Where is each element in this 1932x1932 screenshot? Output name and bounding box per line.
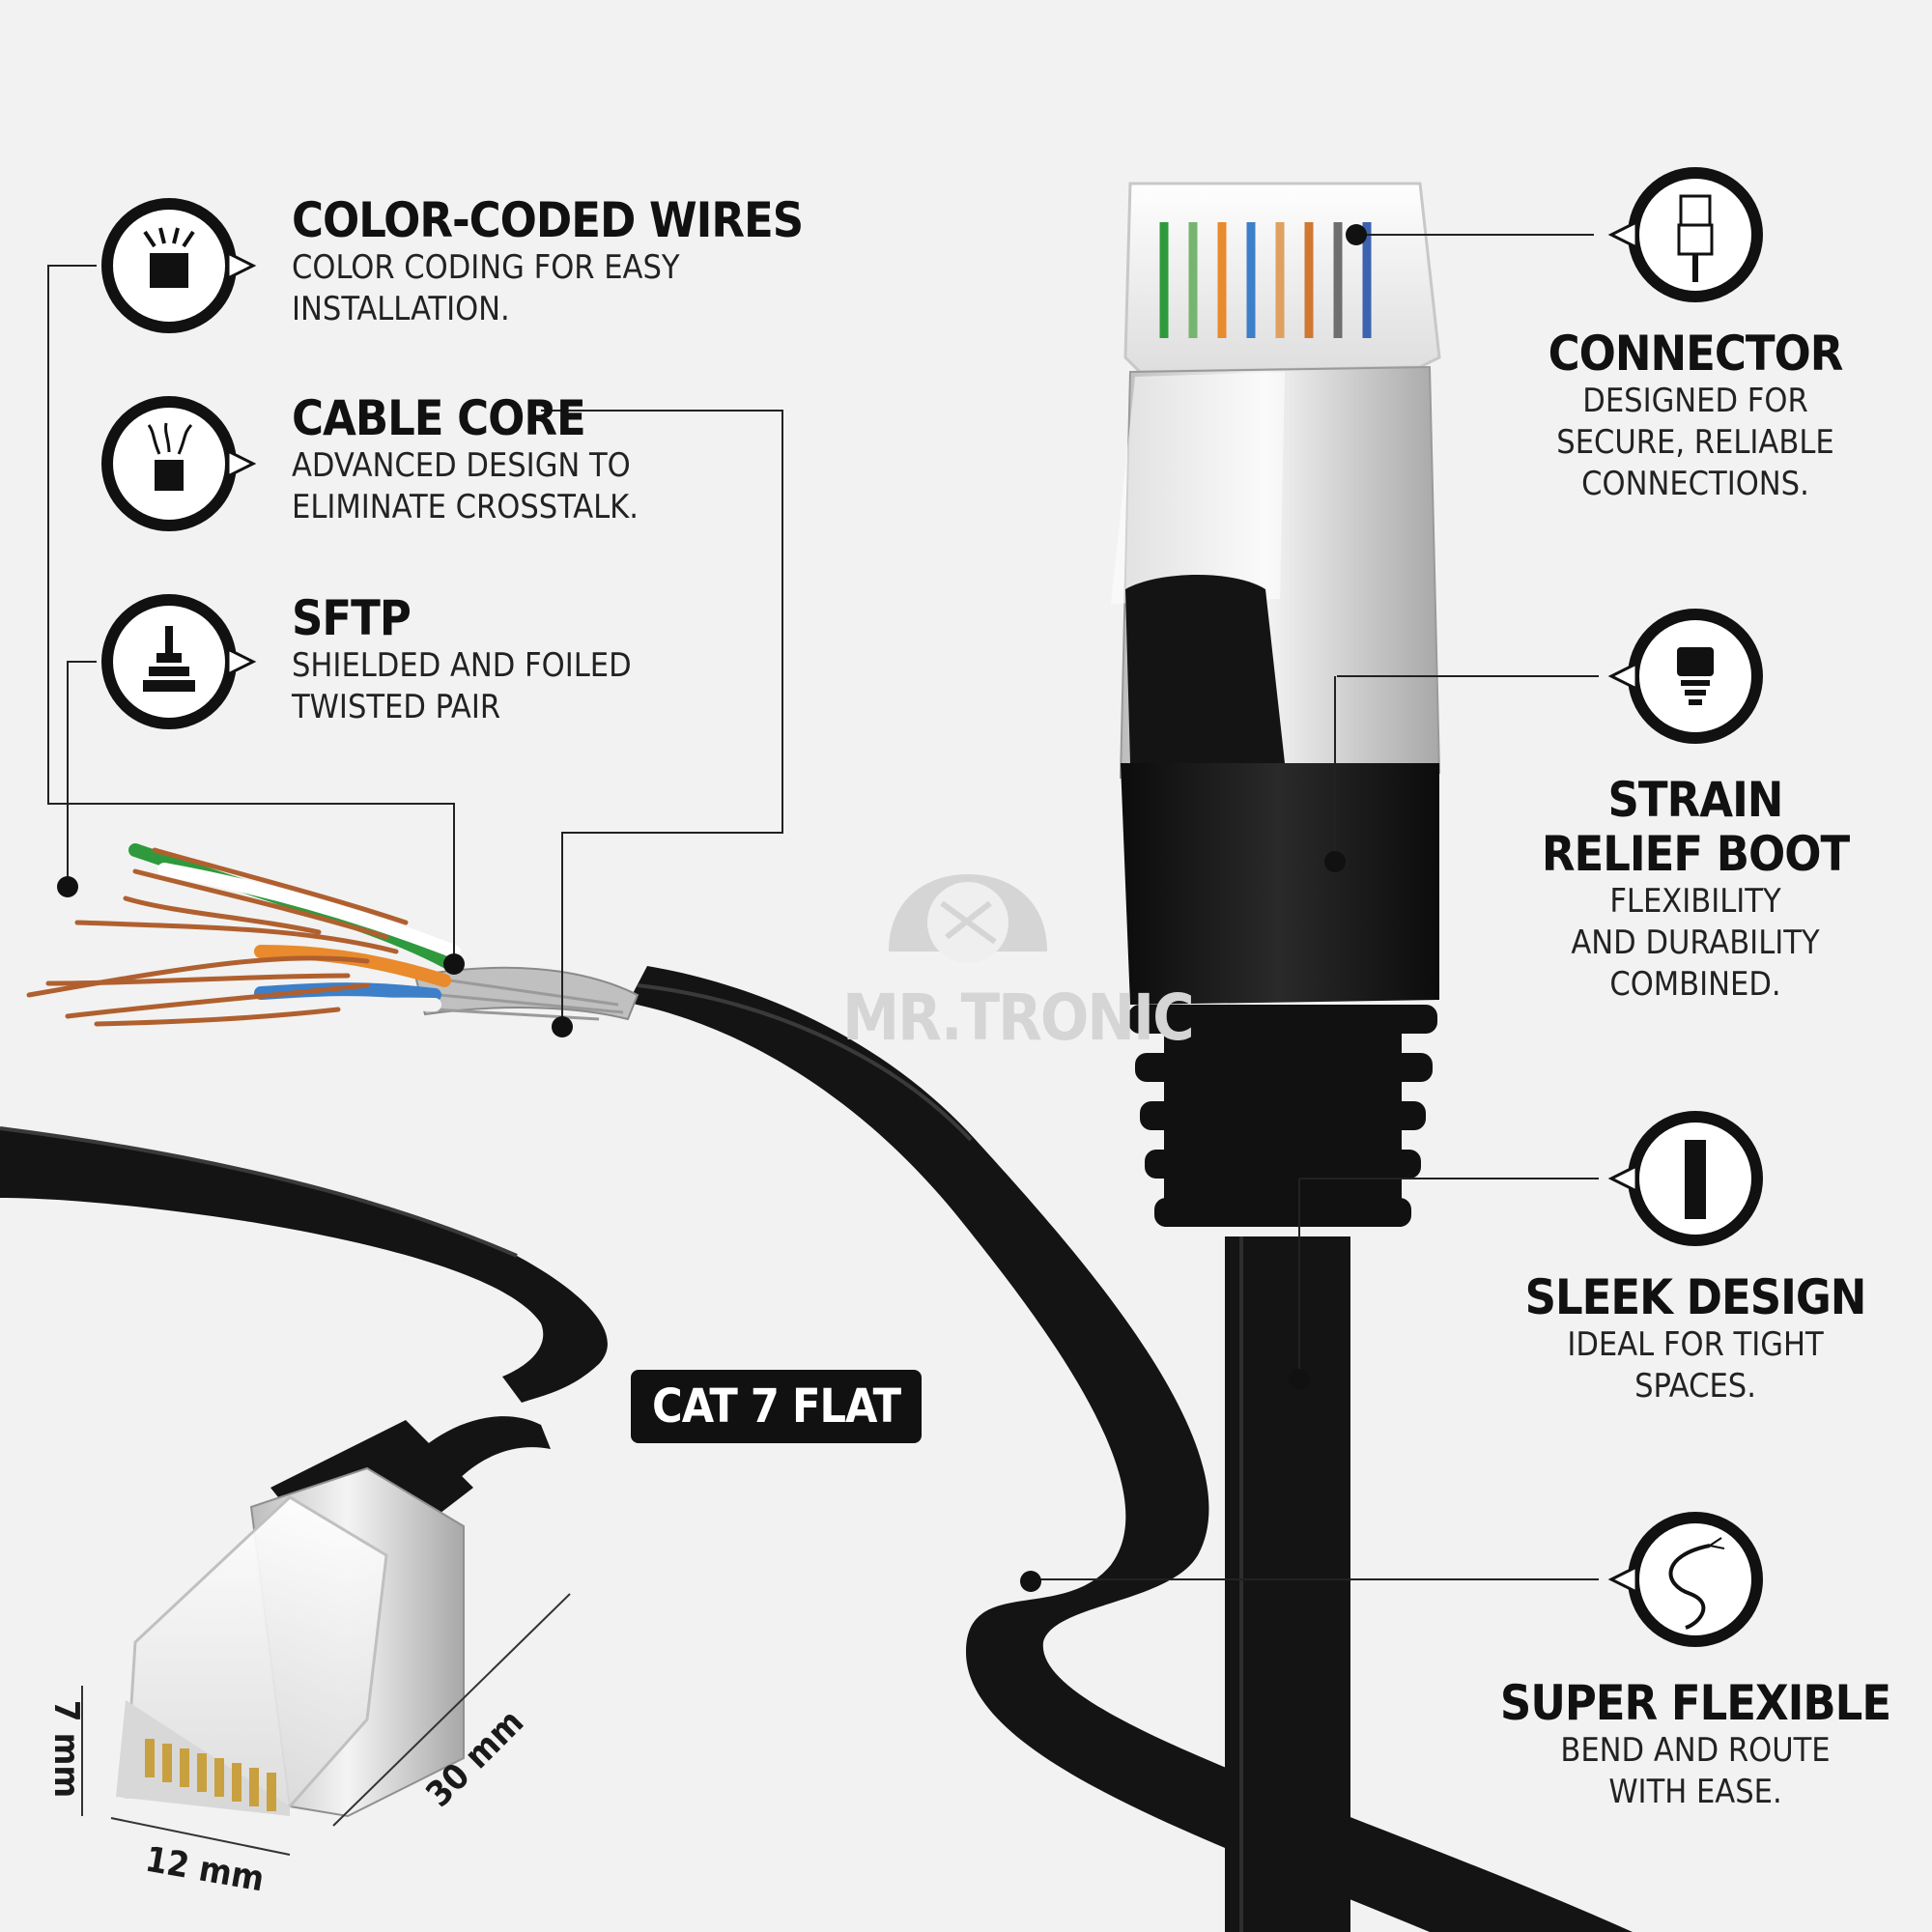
icon-strain-relief-boot (1607, 609, 1763, 744)
feature-title: SFTP (292, 590, 412, 646)
feature-connector: CONNECTOR DESIGNED FOR SECURE, RELIABLE … (1492, 327, 1898, 505)
feature-title: SLEEK DESIGN (1524, 1269, 1867, 1325)
brand-logo (889, 874, 1047, 963)
large-rj45-connector (1111, 182, 1441, 1932)
flat-cable-main (628, 966, 1633, 1932)
icon-cable-core (101, 396, 257, 531)
dimension-height: 7 mm (46, 1699, 87, 1799)
icon-connector (1607, 167, 1763, 302)
icon-color-coded-wires (101, 198, 257, 333)
feature-sftp: SFTP SHIELDED AND FOILED TWISTED PAIR (292, 591, 632, 728)
feature-super-flexible: SUPER FLEXIBLE BEND AND ROUTE WITH EASE. (1492, 1676, 1898, 1813)
feature-strain-relief-boot: STRAIN RELIEF BOOT FLEXIBILITY AND DURAB… (1492, 773, 1898, 1006)
flat-cable-loop (0, 1126, 608, 1403)
feature-cable-core: CABLE CORE ADVANCED DESIGN TO ELIMINATE … (292, 391, 639, 528)
feature-title: COLOR-CODED WIRES (292, 192, 804, 248)
stripped-wires (26, 843, 639, 1027)
feature-description: DESIGNED FOR SECURE, RELIABLE CONNECTION… (1556, 382, 1834, 503)
feature-color-coded-wires: COLOR-CODED WIRES COLOR CODING FOR EASY … (292, 192, 804, 330)
feature-description: SHIELDED AND FOILED TWISTED PAIR (292, 646, 632, 726)
feature-sleek-design: SLEEK DESIGN IDEAL FOR TIGHT SPACES. (1492, 1270, 1898, 1407)
feature-description: FLEXIBILITY AND DURABILITY COMBINED. (1571, 882, 1820, 1004)
cat7-flat-badge: CAT 7 FLAT (631, 1370, 923, 1443)
feature-description: BEND AND ROUTE WITH EASE. (1560, 1731, 1831, 1811)
feature-title: CABLE CORE (292, 390, 586, 446)
callout-dots (57, 224, 1367, 1592)
dimension-lines (81, 1593, 571, 1856)
callout-lines (47, 234, 1599, 1580)
small-rj45-connector (116, 1416, 551, 1818)
icon-super-flexible (1607, 1512, 1763, 1647)
feature-description: COLOR CODING FOR EASY INSTALLATION. (292, 248, 680, 328)
brand-name: MR.TRONIC (842, 980, 1195, 1055)
feature-title: SUPER FLEXIBLE (1499, 1675, 1891, 1731)
feature-description: ADVANCED DESIGN TO ELIMINATE CROSSTALK. (292, 446, 639, 526)
feature-description: IDEAL FOR TIGHT SPACES. (1567, 1325, 1824, 1406)
feature-title: STRAIN RELIEF BOOT (1541, 772, 1850, 882)
feature-title: CONNECTOR (1548, 326, 1844, 382)
icon-sleek-design (1607, 1111, 1763, 1246)
icon-sftp-shield (101, 594, 257, 729)
